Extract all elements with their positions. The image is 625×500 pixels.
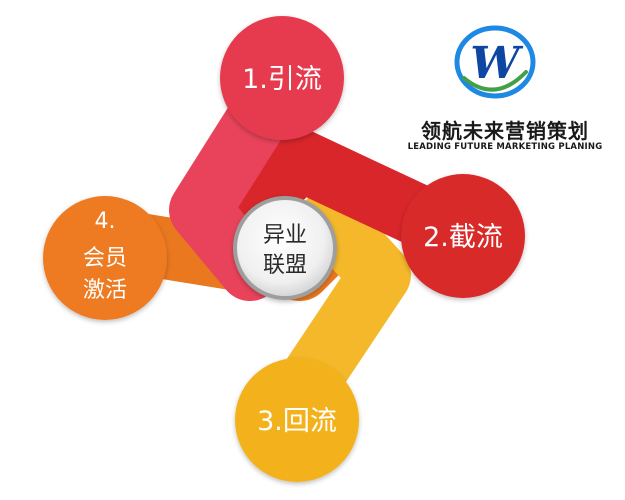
node-2-label: 2.截流: [423, 222, 503, 253]
node-2-circle: [401, 174, 525, 298]
logo-swoosh: [462, 70, 528, 92]
node-4-label-line3: 激活: [83, 278, 127, 303]
band-yellow: [269, 189, 411, 426]
node-1: 1.引流: [220, 16, 344, 140]
node-3-label: 3.回流: [257, 406, 337, 437]
logo-ring: [454, 25, 536, 99]
center-hub: 异业 联盟: [233, 196, 337, 300]
w-logo-icon: W: [454, 25, 536, 99]
node-4-label-line2: 会员: [83, 246, 127, 271]
center-hub-disc: [237, 200, 333, 296]
brand-logo: W 领航未来营销策划 LEADING FUTURE MARKETING PLAN…: [400, 20, 610, 152]
logo-letter: W: [470, 38, 524, 89]
node-2: 2.截流: [401, 174, 525, 298]
node-4: 4. 会员 激活: [43, 196, 167, 320]
node-1-label: 1.引流: [242, 64, 322, 95]
brand-name-en: LEADING FUTURE MARKETING PLANING: [407, 142, 603, 152]
node-1-circle: [220, 16, 344, 140]
node-4-circle: [43, 196, 167, 320]
node-4-label-line1: 4.: [95, 209, 116, 234]
node-3-circle: [235, 358, 359, 482]
node-3: 3.回流: [235, 358, 359, 482]
center-hub-line2: 联盟: [263, 253, 307, 278]
center-hub-line1: 异业: [263, 223, 307, 248]
brand-name-cn: 领航未来营销策划: [421, 119, 589, 143]
band-red: [229, 129, 491, 266]
